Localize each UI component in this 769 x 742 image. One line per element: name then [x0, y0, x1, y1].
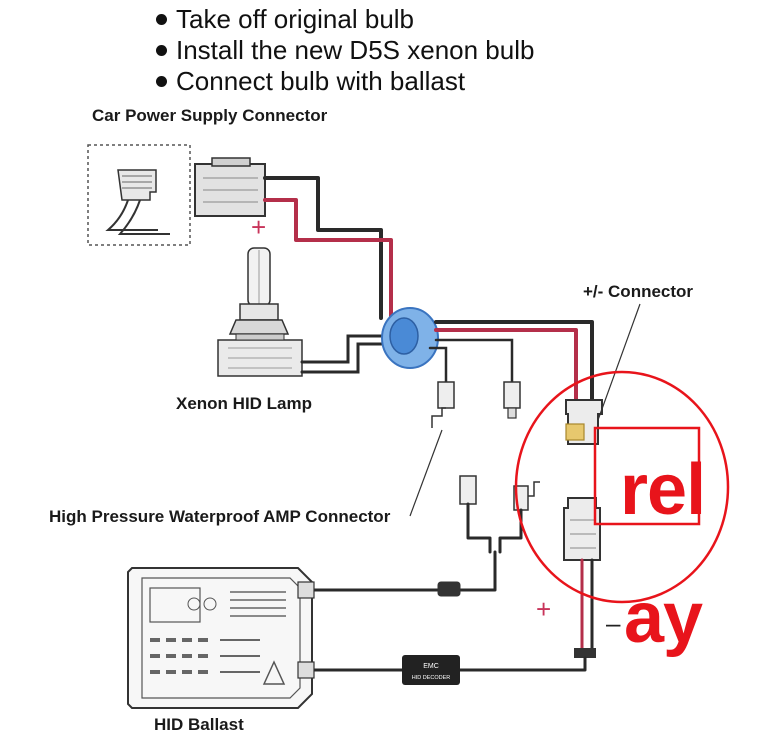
power-wires	[263, 176, 393, 320]
relay-annotation	[514, 370, 730, 604]
bullet-dot	[156, 75, 167, 87]
amp-wires-top	[428, 338, 514, 384]
power-socket	[194, 157, 266, 217]
bullet-dot	[156, 44, 167, 56]
xenon-hid-lamp	[217, 247, 303, 377]
step-item: Take off original bulb	[156, 4, 534, 35]
bullet-dot	[156, 13, 167, 25]
step-text: Connect bulb with ballast	[176, 66, 466, 96]
relay-text-bottom: ay	[624, 578, 703, 658]
plus-sign: +	[536, 594, 552, 624]
relay-text-top: rel	[620, 450, 706, 530]
decoder-label: HID DECODER	[412, 675, 451, 681]
emc-label: EMC	[423, 663, 439, 670]
minus-sign: –	[606, 608, 621, 638]
connector-wires	[434, 320, 594, 402]
xenon-hid-lamp-label: Xenon HID Lamp	[176, 394, 313, 413]
instruction-steps: Take off original bulb Install the new D…	[156, 4, 534, 97]
amp-connector-upper-right	[503, 381, 521, 419]
car-power-supply-label: Car Power Supply Connector	[92, 106, 328, 125]
amp-connector-label: High Pressure Waterproof AMP Connector	[49, 507, 391, 526]
amp-connector-lower-left	[459, 475, 477, 505]
plus-minus-connector	[565, 399, 603, 445]
pointer-lines	[409, 303, 641, 517]
hid-ballast	[127, 567, 315, 709]
bulb-plus-sign: +	[251, 212, 267, 242]
decoder-wires	[312, 558, 596, 672]
step-text: Take off original bulb	[176, 4, 415, 34]
step-item: Connect bulb with ballast	[156, 66, 534, 97]
emc-decoder: EMC HID DECODER	[402, 655, 460, 685]
car-power-supply-connector	[87, 144, 191, 246]
hid-ballast-label: HID Ballast	[154, 715, 244, 734]
step-item: Install the new D5S xenon bulb	[156, 35, 534, 66]
step-text: Install the new D5S xenon bulb	[176, 35, 535, 65]
lamp-wires	[300, 334, 387, 374]
plus-minus-connector-label: +/- Connector	[583, 282, 694, 301]
amp-connector-upper-left	[431, 381, 455, 428]
wire-grommet	[381, 307, 439, 369]
